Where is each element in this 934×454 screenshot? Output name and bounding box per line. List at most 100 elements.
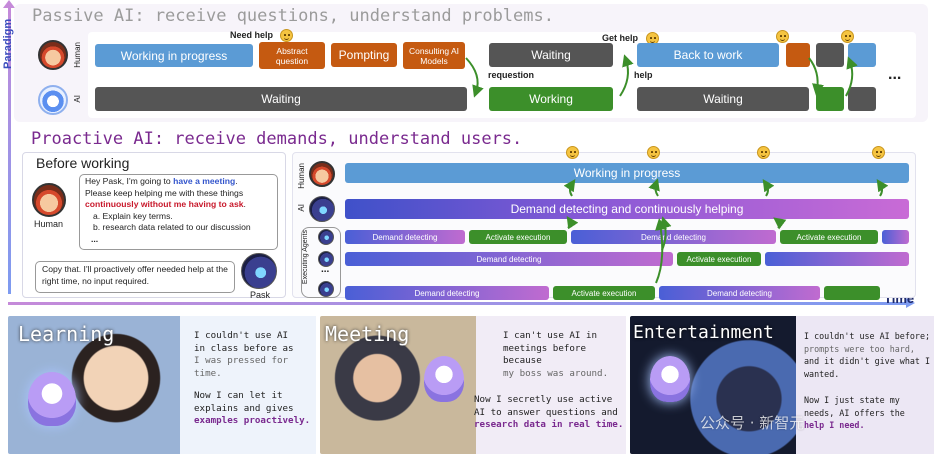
crying-emoji-icon bbox=[280, 29, 293, 42]
learning-before-line-3: I was pressed for time. bbox=[194, 355, 289, 379]
r3-activate-execution-2 bbox=[824, 286, 880, 300]
msg-line2: Please keep helping me with these things bbox=[85, 187, 244, 198]
r2-demand-detecting-2 bbox=[765, 252, 909, 266]
msg-line3-b: . bbox=[243, 199, 246, 209]
need-help-label: Need help bbox=[230, 30, 274, 40]
agents-ellipsis: ... bbox=[321, 264, 330, 275]
meeting-robot-icon bbox=[424, 356, 464, 402]
entertainment-title: Entertainment bbox=[633, 322, 774, 343]
ai-avatar-passive bbox=[38, 85, 68, 115]
time-axis bbox=[8, 302, 908, 305]
r3-demand-detecting-2: Demand detecting bbox=[659, 286, 820, 300]
r1-demand-detecting-3 bbox=[882, 230, 909, 244]
passive-ellipsis: ... bbox=[888, 66, 902, 83]
pask-reply-text: Copy that. I'll proactively offer needed… bbox=[42, 264, 228, 286]
r3-activate-execution: Activate execution bbox=[553, 286, 655, 300]
passive-title: Passive AI: receive questions, understan… bbox=[32, 6, 554, 26]
happy-emoji-icon-2 bbox=[841, 30, 854, 43]
meeting-after: Now I secretly use active AI to answer q… bbox=[474, 394, 626, 432]
passive-working-ai: Working bbox=[489, 87, 613, 111]
meeting-before: I can't use AI in meetings before becaus… bbox=[503, 330, 627, 380]
pask-reply-bubble bbox=[35, 261, 235, 293]
ai-avatar-timeline bbox=[309, 196, 335, 222]
pask-caption: Pask bbox=[250, 290, 271, 300]
learning-before-line-1: I couldn't use AI bbox=[194, 330, 289, 341]
passive-waiting-ai-1: Waiting bbox=[95, 87, 467, 111]
entertainment-after-line-1: Now I just state my bbox=[804, 395, 900, 405]
requestion-label: requestion bbox=[488, 70, 535, 80]
meeting-after-line-1: Now I secretly use active bbox=[474, 394, 613, 405]
entertainment-text-panel bbox=[796, 316, 934, 454]
passive-waiting-human: Waiting bbox=[489, 43, 613, 67]
before-working-title: Before working bbox=[36, 155, 130, 171]
msg-line1-b: have a meeting bbox=[173, 176, 236, 186]
r2-demand-detecting: Demand detecting bbox=[345, 252, 673, 266]
watermark: 公众号 · 新智元 bbox=[700, 414, 805, 432]
meeting-before-line-3: my boss was around. bbox=[503, 367, 609, 379]
msg-line1-a: Hey Pask, I'm going to bbox=[85, 176, 174, 186]
paradigm-axis bbox=[8, 4, 11, 294]
r1-activate-execution-2: Activate execution bbox=[780, 230, 878, 244]
learning-after-line-2: explains and gives bbox=[194, 402, 294, 414]
meeting-before-line-2: meetings before because bbox=[503, 342, 586, 367]
user-message-bubble bbox=[79, 174, 278, 250]
passive-small-gray bbox=[816, 43, 844, 67]
entertainment-before: I couldn't use AI before; prompts were t… bbox=[804, 330, 932, 380]
happy-emoji-icon-4 bbox=[647, 146, 660, 159]
passive-abstract-question: Abstract question bbox=[259, 42, 325, 69]
human-avatar-timeline bbox=[309, 161, 335, 187]
happy-emoji-icon-6 bbox=[872, 146, 885, 159]
user-message-text: Hey Pask, I'm going to have a meeting. P… bbox=[85, 176, 277, 245]
learning-after-line-1: Now I can let it bbox=[194, 390, 283, 401]
help-label: help bbox=[634, 70, 653, 80]
msg-item-a: a. Explain key terms. bbox=[93, 210, 173, 221]
entertainment-robot-icon bbox=[650, 356, 690, 402]
learning-before: I couldn't use AI in class before as I w… bbox=[194, 330, 318, 380]
entertainment-after: Now I just state my needs, AI offers the… bbox=[804, 394, 932, 432]
human-avatar-passive bbox=[38, 40, 68, 70]
passive-pompting: Pompting bbox=[331, 43, 397, 67]
r1-demand-detecting-2: Demand detecting bbox=[571, 230, 776, 244]
learning-before-line-2: in class before as bbox=[194, 342, 294, 354]
passive-small-orange bbox=[786, 43, 810, 67]
passive-back-to-work: Back to work bbox=[637, 43, 779, 67]
meeting-text-panel bbox=[476, 316, 626, 454]
passive-consulting: Consulting AI Models bbox=[403, 42, 465, 69]
meeting-after-line-3: research data in real time. bbox=[474, 419, 624, 430]
happy-emoji-icon-3 bbox=[566, 146, 579, 159]
entertainment-after-line-3: help I need. bbox=[804, 420, 865, 430]
entertainment-before-line-4: wanted. bbox=[804, 368, 840, 379]
r1-activate-execution-1: Activate execution bbox=[469, 230, 567, 244]
proactive-arrows bbox=[563, 178, 889, 284]
passive-small-gray-2 bbox=[848, 87, 876, 111]
msg-line3-a: continuously without me having to ask bbox=[85, 199, 244, 209]
proactive-human-working: Working in progress bbox=[345, 163, 909, 183]
proactive-ai-detecting: Demand detecting and continuously helpin… bbox=[345, 199, 909, 219]
meeting-after-line-2: AI to answer questions and bbox=[474, 406, 618, 418]
agents-box bbox=[301, 227, 341, 298]
entertainment-after-line-2: needs, AI offers the bbox=[804, 407, 905, 418]
meeting-before-line-1: I can't use AI in bbox=[503, 330, 598, 341]
learning-after: Now I can let it explains and gives exam… bbox=[194, 390, 318, 428]
r1-demand-detecting-1: Demand detecting bbox=[345, 230, 465, 244]
time-arrow-head bbox=[906, 298, 915, 308]
entertainment-before-line-3: and it didn't give what I bbox=[804, 356, 931, 366]
get-help-label: Get help bbox=[602, 33, 639, 43]
crying-emoji-icon-2 bbox=[776, 30, 789, 43]
agent-avatar-3 bbox=[318, 281, 334, 297]
entertainment-before-line-2: prompts were too hard, bbox=[804, 343, 915, 354]
msg-line1-c: . bbox=[235, 176, 238, 186]
r3-demand-detecting-1: Demand detecting bbox=[345, 286, 549, 300]
learning-robot-icon bbox=[28, 372, 76, 426]
msg-item-b: b. research data related to our discussi… bbox=[93, 222, 251, 232]
learning-after-line-3: examples proactively. bbox=[194, 415, 311, 426]
proactive-title: Proactive AI: receive demands, understan… bbox=[31, 129, 523, 149]
meeting-title: Meeting bbox=[325, 322, 410, 346]
agent-avatar-2 bbox=[318, 251, 334, 267]
paradigm-arrow-head bbox=[3, 0, 15, 8]
agent-avatar-1 bbox=[318, 229, 334, 245]
entertainment-before-line-1: I couldn't use AI before; bbox=[804, 331, 931, 341]
learning-title: Learning bbox=[18, 322, 115, 346]
r2-activate-execution: Activate execution bbox=[677, 252, 761, 266]
learning-text-panel bbox=[180, 316, 316, 454]
